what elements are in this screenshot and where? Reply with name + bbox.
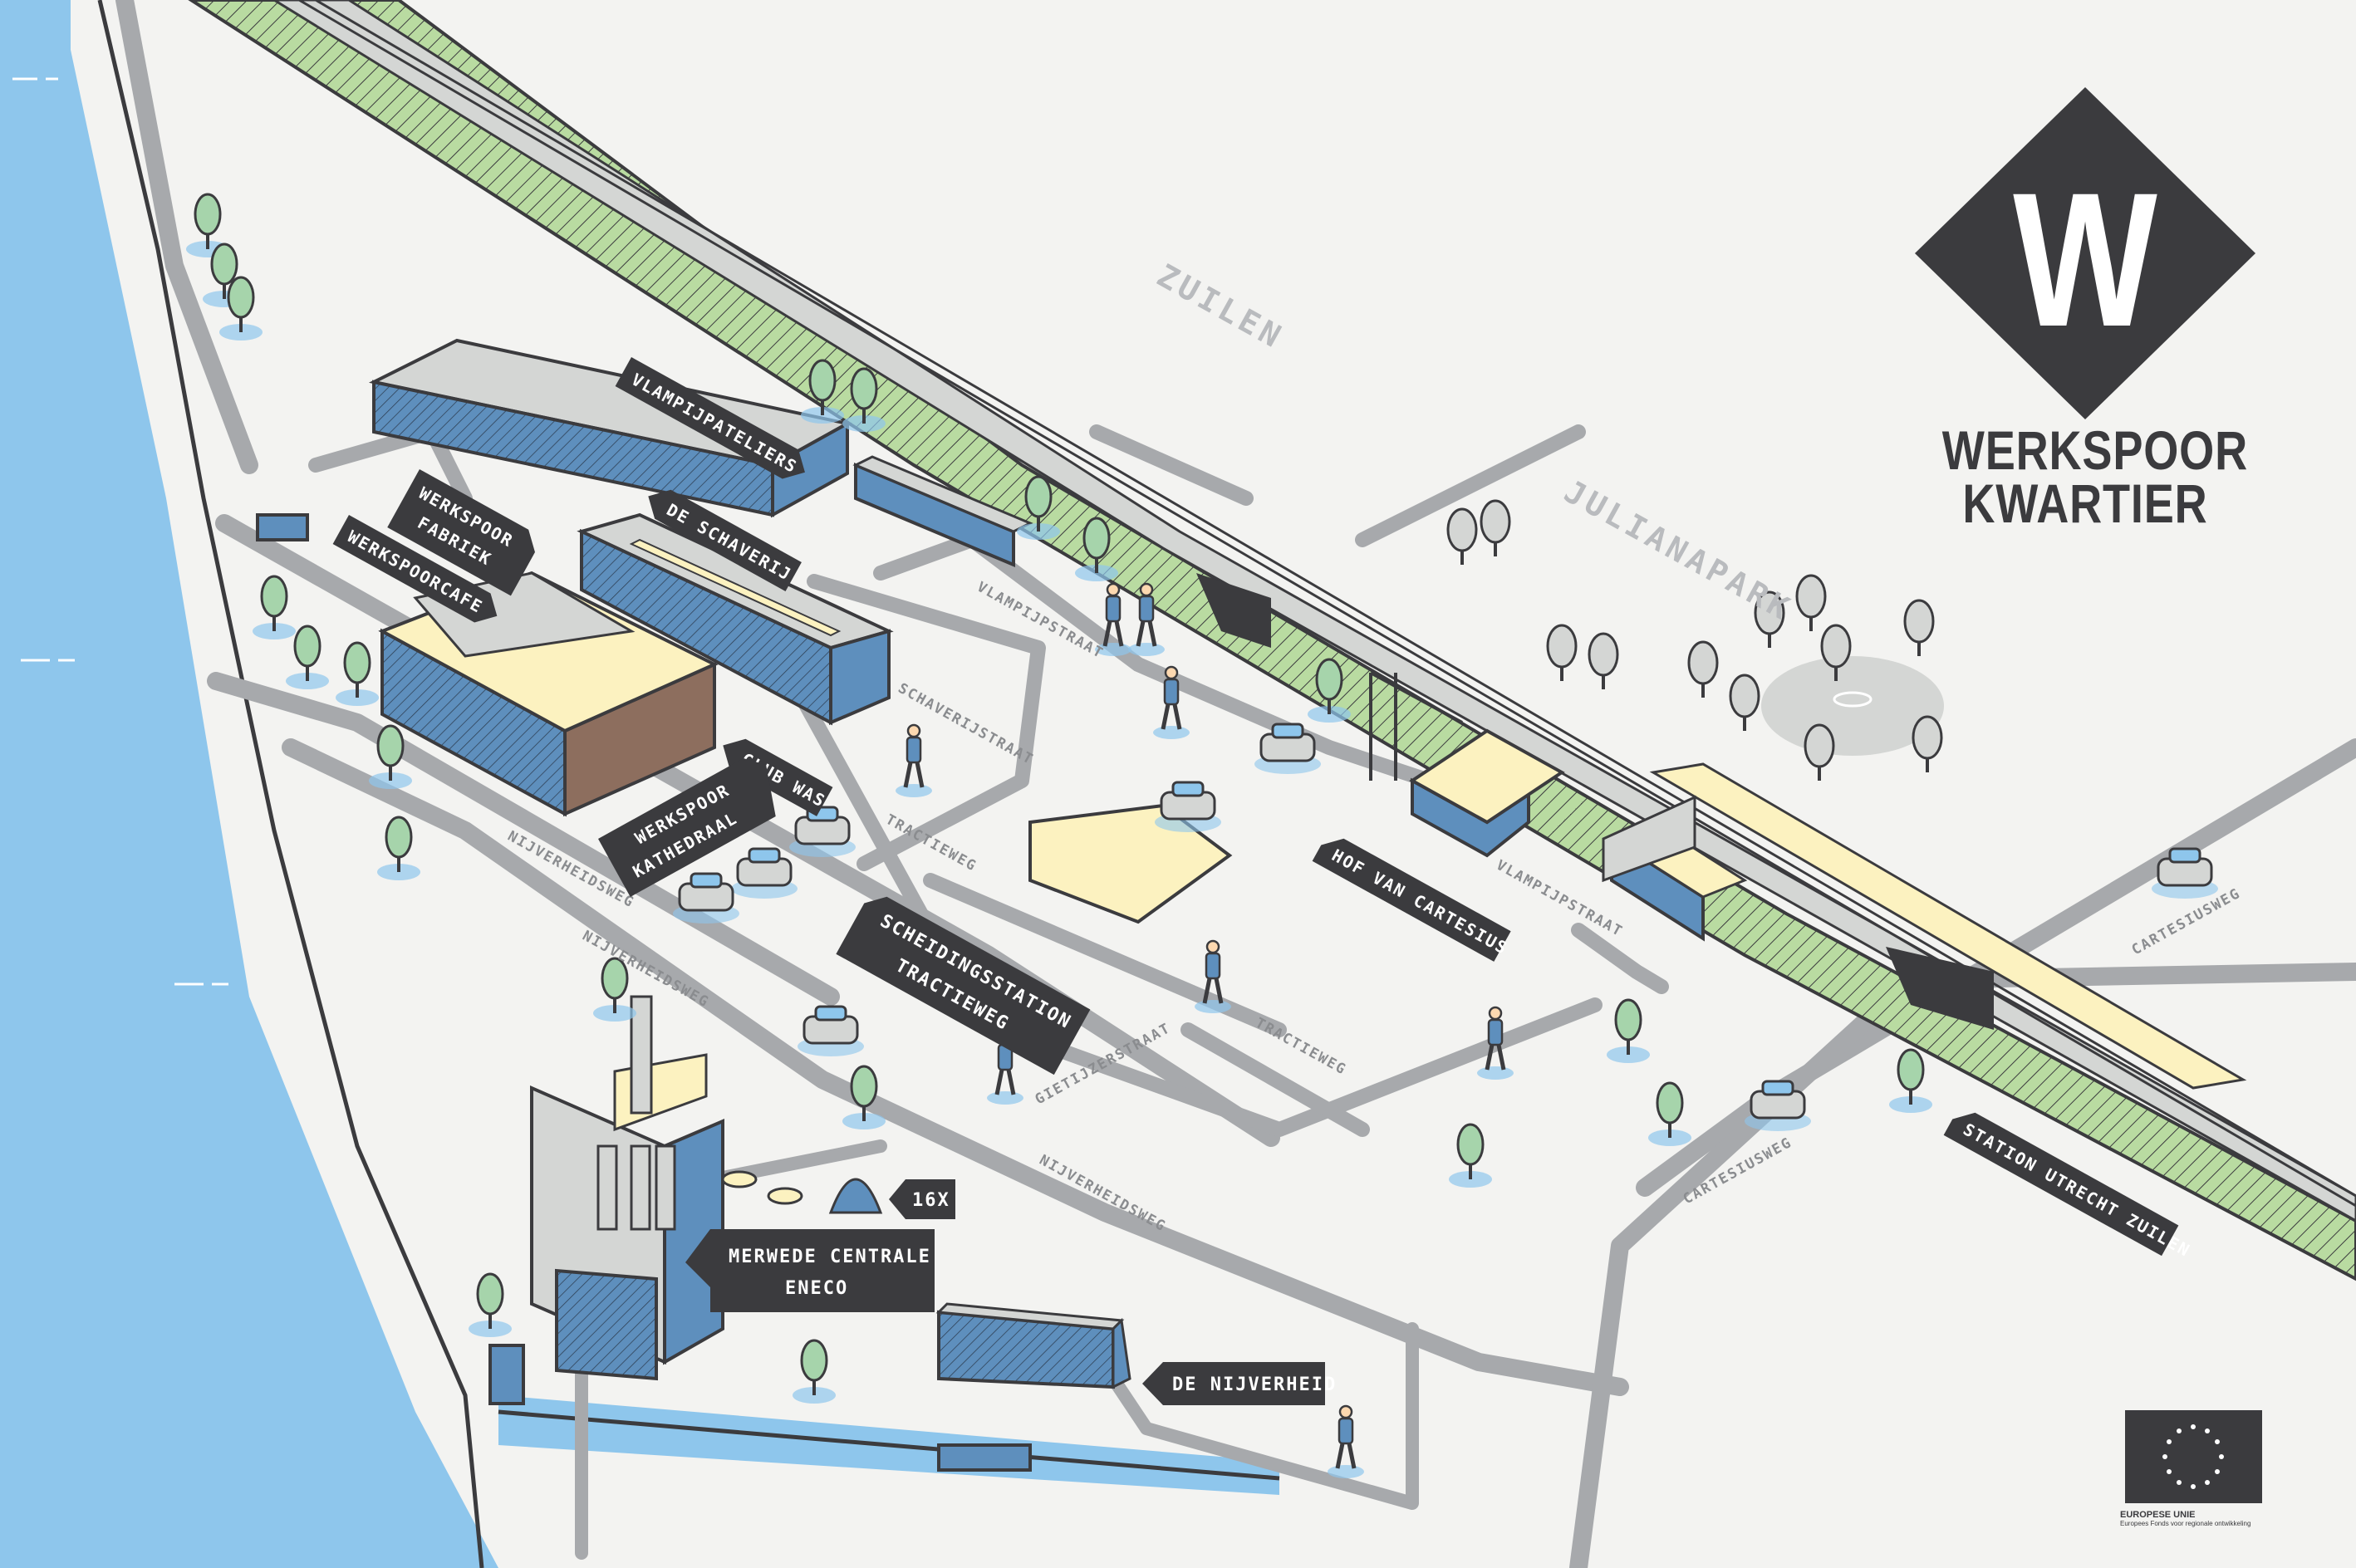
scheidingsstation-building (1028, 803, 1233, 924)
water-ripples (12, 77, 228, 986)
crane (1369, 671, 1463, 781)
eu-flag (2125, 1410, 2262, 1503)
svg-text:MERWEDE CENTRALE: MERWEDE CENTRALE (729, 1247, 931, 1267)
werkspoor-logo: W (1915, 87, 2255, 419)
merwede-centrale-building (530, 995, 724, 1381)
eu-credit: EUROPESE UNIE Europees Fonds voor region… (2120, 1505, 2303, 1527)
district-zuilen: ZUILEN (1151, 257, 1291, 356)
station-underpass (1886, 947, 1994, 1030)
station-platform (1649, 762, 2247, 1090)
hof-van-cartesius-building (1409, 728, 1565, 858)
railway-embankment (188, 0, 2356, 1281)
label-werkspoor-kathedraal[interactable]: WERKSPOOR KATHEDRAAL (598, 750, 790, 897)
logo-letter: W (2013, 153, 2157, 366)
canal-banks (97, 0, 1280, 1568)
svg-text:16X: 16X (912, 1190, 950, 1211)
silos (721, 1170, 883, 1214)
de-nijverheid-building (935, 1302, 1131, 1389)
brand-title-line1: WERKSPOOR (1941, 419, 2249, 481)
district-julianapark: JULIANAPARK (1558, 473, 1799, 628)
label-scheidingsstation-tractieweg[interactable]: SCHEIDINGSSTATION TRACTIEWEG (836, 889, 1091, 1076)
label-16x[interactable]: 16X (889, 1179, 955, 1219)
eu-name: EUROPESE UNIE (2120, 1510, 2196, 1520)
railway-tracks (298, 0, 2356, 1208)
de-schaverij-building (577, 512, 894, 726)
label-de-nijverheid[interactable]: DE NIJVERHEID (1142, 1362, 1337, 1405)
label-merwede-centrale-eneco[interactable]: MERWEDE CENTRALE ENECO (685, 1229, 935, 1312)
brand-title-line2: KWARTIER (1962, 473, 2208, 534)
bridges (256, 513, 1032, 1472)
cartesius-buildings (1602, 795, 1748, 942)
railway-underpass (1196, 573, 1271, 648)
svg-text:ENECO: ENECO (785, 1278, 848, 1299)
canal-water (0, 0, 498, 1568)
vlampijpateliers-building (852, 455, 1033, 568)
svg-text:HOF VAN CARTESIUS: HOF VAN CARTESIUS (1328, 845, 1511, 958)
eu-subtitle: Europees Fonds voor regionale ontwikkeli… (2120, 1520, 2251, 1527)
brand-block: WERKSPOOR KWARTIER (1911, 419, 2260, 534)
railway-bed (272, 0, 2356, 1223)
svg-text:DE NIJVERHEID: DE NIJVERHEID (1172, 1374, 1337, 1395)
